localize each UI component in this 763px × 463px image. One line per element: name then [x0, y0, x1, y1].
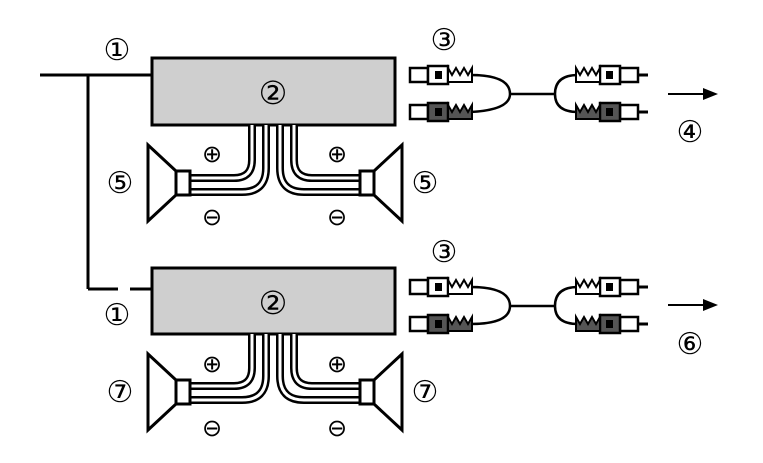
speaker-rear-right [360, 354, 402, 430]
label-wire-bottom: ① [104, 298, 131, 333]
label-output-rear: ⑥ [677, 327, 704, 362]
label-output-front: ④ [677, 115, 704, 150]
label-speaker-rear-left: ⑦ [107, 375, 134, 410]
label-wire-top: ① [104, 33, 131, 68]
power-wire [40, 75, 152, 289]
speaker-front-left [148, 145, 190, 221]
plus-rear-right: ⊕ [327, 350, 347, 378]
speaker-rear-left [148, 354, 190, 430]
rca-cable-front [410, 66, 648, 121]
label-rca-rear: ③ [431, 235, 458, 270]
label-rca-front: ③ [431, 23, 458, 58]
speaker-front-right [360, 145, 402, 221]
minus-front-right: ⊖ [327, 203, 347, 231]
label-speaker-front-right: ⑤ [412, 166, 439, 201]
plus-front-left: ⊕ [202, 140, 222, 168]
label-amplifier-front: ② [259, 74, 288, 112]
plus-front-right: ⊕ [327, 140, 347, 168]
arrow-front [668, 88, 718, 100]
minus-front-left: ⊖ [202, 203, 222, 231]
label-speaker-rear-right: ⑦ [412, 375, 439, 410]
label-amplifier-rear: ② [259, 284, 288, 322]
arrow-rear [668, 299, 718, 311]
rca-cable-rear [410, 278, 648, 333]
label-speaker-front-left: ⑤ [107, 166, 134, 201]
minus-rear-left: ⊖ [202, 414, 222, 442]
plus-rear-left: ⊕ [202, 350, 222, 378]
minus-rear-right: ⊖ [327, 414, 347, 442]
